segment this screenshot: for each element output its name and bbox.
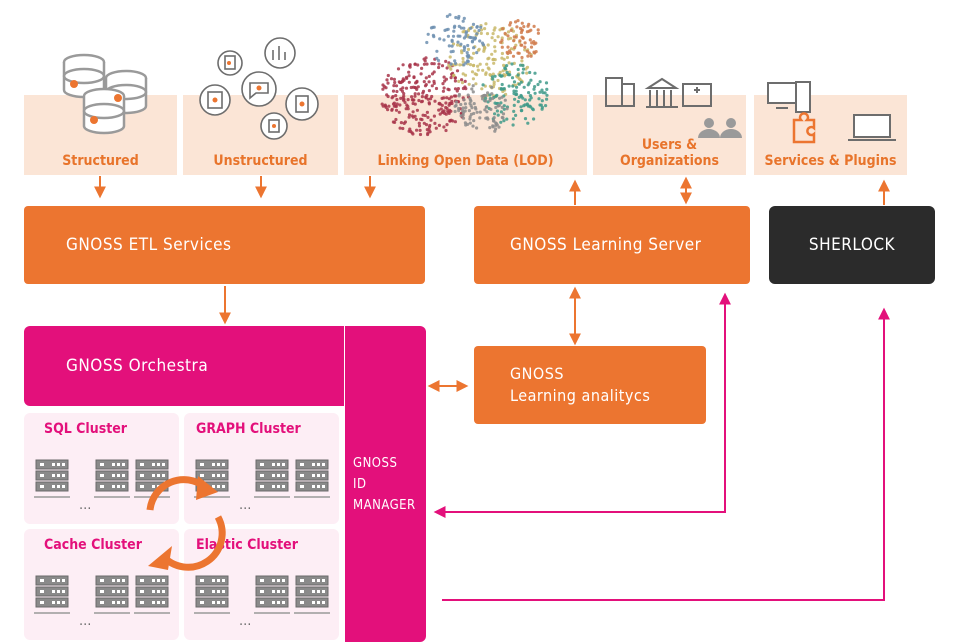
id-manager-box: GNOSS ID MANAGER [345,326,426,642]
server-ellipsis: ... [239,498,251,513]
learning-server-box: GNOSS Learning Server [474,206,750,284]
documents-accent-dots [212,61,305,128]
source-label: Structured [62,153,139,169]
server-icon [294,459,330,498]
orchestra-label: GNOSS Orchestra [66,356,209,376]
cluster-label: Cache Cluster [44,537,142,553]
id-manager-label-2: ID [353,476,367,492]
server-icon [254,575,290,614]
source-label: Linking Open Data (LOD) [377,153,554,169]
source-lod: Linking Open Data (LOD) [344,95,587,175]
id-manager-label-1: GNOSS [353,455,398,471]
cluster-label: SQL Cluster [44,421,127,437]
flow-arrows [94,176,890,392]
sherlock-label: SHERLOCK [808,235,896,255]
etl-services-box: GNOSS ETL Services [24,206,425,284]
plugin-icon [792,112,816,144]
source-label: Users & Organizations [620,137,719,169]
server-ellipsis: ... [79,614,91,629]
buildings-icon [605,77,712,108]
server-icon [134,575,170,614]
server-icon [254,459,290,498]
source-users: Users & Organizations [593,95,746,175]
server-ellipsis: ... [79,498,91,513]
id-manager-arrows [433,292,890,601]
database-icon [62,53,148,135]
cluster-label: GRAPH Cluster [196,421,301,437]
etl-services-label: GNOSS ETL Services [66,235,232,255]
server-icon [94,575,130,614]
learning-server-label: GNOSS Learning Server [510,235,702,255]
sync-cycle-icon [146,476,226,571]
server-icon [34,459,70,498]
computer-icon [767,81,811,113]
lod-network-icon [380,13,549,137]
source-label: Unstructured [213,153,308,169]
documents-icon [199,37,319,140]
server-icon [94,459,130,498]
id-manager-label-3: MANAGER [353,497,416,513]
source-label: Services & Plugins [764,153,897,169]
server-icon [34,575,70,614]
sync-arrowheads [148,476,218,570]
server-icon [294,575,330,614]
people-icon [698,118,742,138]
server-ellipsis: ... [239,614,251,629]
laptop-icon [848,114,896,141]
sherlock-box: SHERLOCK [769,206,935,284]
server-icon [194,575,230,614]
orchestra-box: GNOSS Orchestra [24,326,344,406]
